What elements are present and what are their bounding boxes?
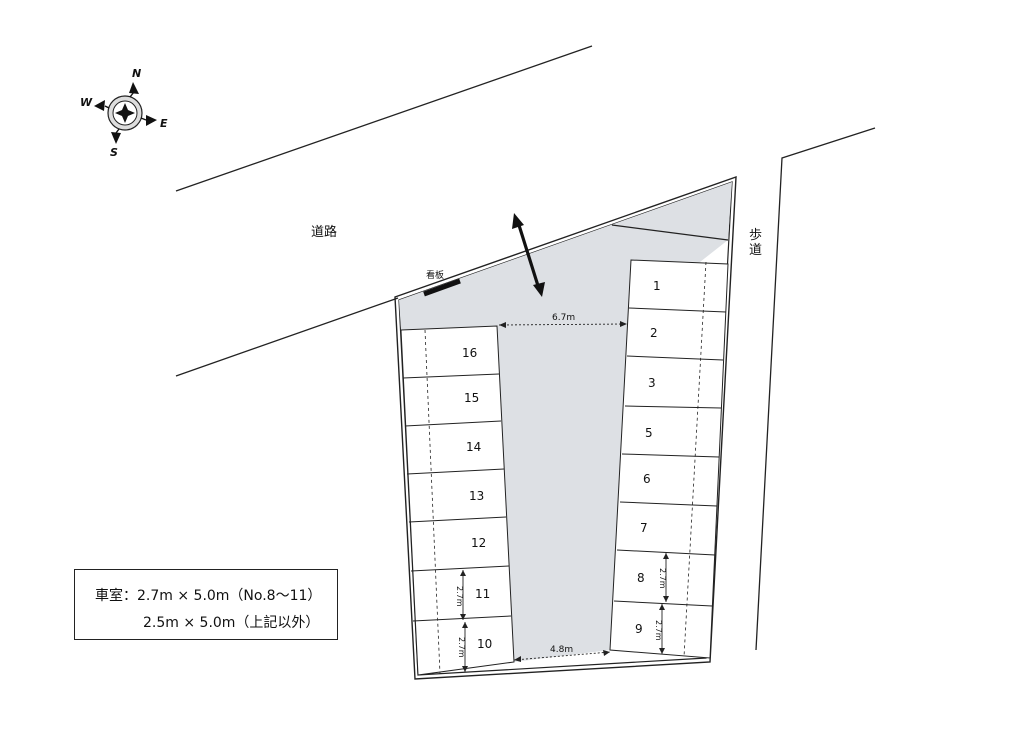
aisle-top-divider bbox=[611, 224, 729, 241]
space-number: 15 bbox=[464, 391, 479, 405]
legend-line-2: 2.5m × 5.0m（上記以外） bbox=[143, 615, 320, 631]
right-stalls bbox=[609, 259, 729, 659]
stall-8-width: 2.7m bbox=[658, 568, 667, 589]
legend-line-1: 車室：2.7m × 5.0m（No.8～11） bbox=[95, 588, 322, 604]
compass-north: N bbox=[132, 67, 141, 80]
space-number: 2 bbox=[650, 326, 658, 340]
space-number: 13 bbox=[469, 489, 484, 503]
space-number: 9 bbox=[635, 622, 643, 636]
space-number: 6 bbox=[643, 472, 651, 486]
legend-box: 車室：2.7m × 5.0m（No.8～11） 2.5m × 5.0m（上記以外… bbox=[74, 569, 338, 640]
space-number: 7 bbox=[640, 521, 648, 535]
aisle-bottom-width: 4.8m bbox=[550, 645, 573, 655]
road-label: 道路 bbox=[311, 224, 337, 240]
lot-boundary-outer bbox=[394, 175, 737, 680]
compass-icon: N E S W bbox=[80, 67, 168, 159]
sidewalk-label-2: 道 bbox=[749, 243, 762, 258]
compass-west: W bbox=[80, 96, 93, 109]
compass-south: S bbox=[110, 146, 118, 159]
road-edge-north bbox=[175, 45, 593, 192]
space-number: 8 bbox=[637, 571, 645, 585]
dimension-stall-11 bbox=[460, 570, 466, 620]
space-number: 1 bbox=[653, 279, 661, 293]
left-stalls bbox=[400, 325, 515, 676]
dimension-stall-8 bbox=[663, 553, 669, 602]
space-number: 14 bbox=[466, 440, 481, 454]
space-number: 12 bbox=[471, 536, 486, 550]
dimension-stall-10 bbox=[462, 622, 468, 672]
sidewalk-edge bbox=[755, 127, 876, 651]
space-number: 3 bbox=[648, 376, 656, 390]
space-number: 11 bbox=[475, 587, 490, 601]
space-number: 16 bbox=[462, 346, 477, 360]
dimension-stall-9 bbox=[659, 604, 665, 654]
drive-aisle bbox=[399, 182, 732, 662]
stall-9-width: 2.7m bbox=[654, 620, 663, 641]
road-edge-south bbox=[175, 297, 399, 377]
stall-10-width: 2.7m bbox=[457, 637, 466, 658]
space-number: 5 bbox=[645, 426, 653, 440]
dimension-aisle-top bbox=[498, 321, 628, 328]
dimension-aisle-bottom bbox=[513, 650, 611, 662]
aisle-top-width: 6.7m bbox=[552, 313, 575, 323]
space-number: 10 bbox=[477, 637, 492, 651]
signboard-label: 看板 bbox=[426, 269, 444, 281]
stall-11-width: 2.7m bbox=[455, 586, 464, 607]
compass-east: E bbox=[160, 117, 168, 130]
sidewalk-label-1: 歩 bbox=[749, 228, 762, 243]
entrance-arrow-icon bbox=[512, 213, 545, 297]
signboard bbox=[423, 278, 461, 297]
